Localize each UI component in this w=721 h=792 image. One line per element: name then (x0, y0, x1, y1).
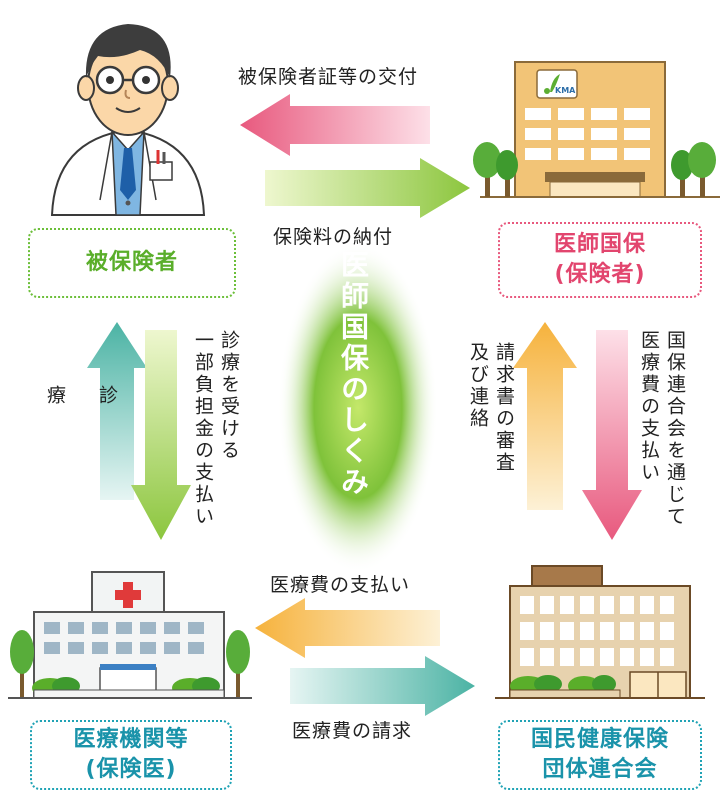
arrow-review (513, 322, 577, 510)
arrow-card-issue (240, 94, 430, 156)
arrow-med-claim (290, 656, 475, 716)
node-medical-line1: 医療機関等 (73, 727, 189, 752)
label-med-payment: 医療費の支払い (270, 574, 411, 596)
insurer-building-icon (473, 61, 720, 198)
center-glow (278, 243, 438, 573)
arrow-treatment (87, 322, 147, 500)
node-insurer: 医師国保 (保険者) (498, 222, 702, 298)
insurer-logo: KMA (555, 86, 576, 95)
label-review: 請求書の審査 及び連絡 (467, 342, 515, 474)
label-med-claim: 医療費の請求 (292, 720, 413, 742)
label-copay: 診療を受ける 一部負担金の支払い (192, 330, 240, 528)
arrow-payment-via (582, 330, 642, 540)
node-insurer-line2: (保険者) (554, 262, 646, 287)
hospital-icon (8, 571, 252, 699)
node-medical: 医療機関等 (保険医) (30, 720, 232, 790)
label-treatment: 診 療 (44, 385, 118, 407)
label-payment-via: 国保連合会を通じて 医療費の支払い (638, 330, 686, 528)
node-medical-line2: (保険医) (85, 757, 177, 782)
node-insured: 被保険者 (28, 228, 236, 298)
doctor-icon (50, 24, 206, 216)
label-card-issue: 被保険者証等の交付 (238, 66, 419, 88)
node-federation-line1: 国民健康保険 (530, 727, 669, 752)
arrow-premium (265, 158, 470, 218)
label-premium: 保険料の納付 (273, 226, 394, 248)
arrow-med-payment (255, 598, 440, 658)
node-insurer-line1: 医師国保 (553, 232, 646, 257)
node-insured-label: 被保険者 (85, 250, 178, 275)
center-title: 医師国保のしくみ (337, 250, 370, 498)
arrow-copay (131, 330, 191, 540)
node-federation: 国民健康保険 団体連合会 (498, 720, 702, 790)
federation-building-icon (495, 565, 705, 699)
node-federation-line2: 団体連合会 (542, 757, 658, 782)
